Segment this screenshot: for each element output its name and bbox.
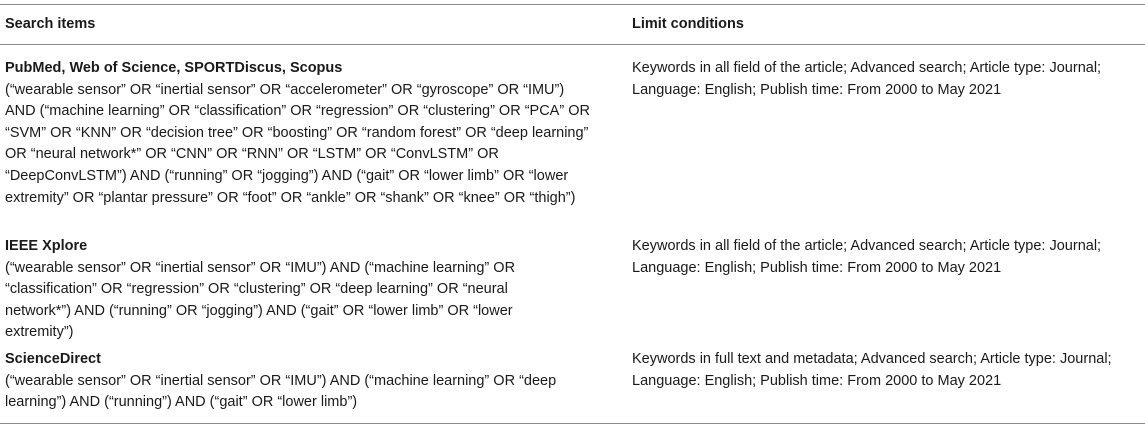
database-names: IEEE Xplore xyxy=(5,238,88,254)
limit-conditions-cell: Keywords in all field of the article; Ad… xyxy=(632,60,1102,98)
database-names: PubMed, Web of Science, SPORTDiscus, Sco… xyxy=(5,60,343,76)
table-top-rule xyxy=(0,4,1145,5)
database-names: ScienceDirect xyxy=(5,351,101,367)
limit-conditions-cell: Keywords in full text and metadata; Adva… xyxy=(632,351,1112,389)
search-query: (“wearable sensor” OR “inertial sensor” … xyxy=(5,372,557,411)
search-query: (“wearable sensor” OR “inertial sensor” … xyxy=(5,259,516,341)
search-items-cell: IEEE Xplore (“wearable sensor” OR “inert… xyxy=(5,236,565,344)
header-search-items: Search items xyxy=(5,16,96,32)
search-items-cell: PubMed, Web of Science, SPORTDiscus, Sco… xyxy=(5,58,595,209)
header-limit-conditions: Limit conditions xyxy=(632,16,744,32)
table-bottom-rule xyxy=(0,423,1145,424)
search-items-cell: ScienceDirect (“wearable sensor” OR “ine… xyxy=(5,349,595,414)
limit-conditions-cell: Keywords in all field of the article; Ad… xyxy=(632,238,1102,276)
table-header-rule xyxy=(0,44,1145,45)
search-query: (“wearable sensor” OR “inertial sensor” … xyxy=(5,81,590,206)
